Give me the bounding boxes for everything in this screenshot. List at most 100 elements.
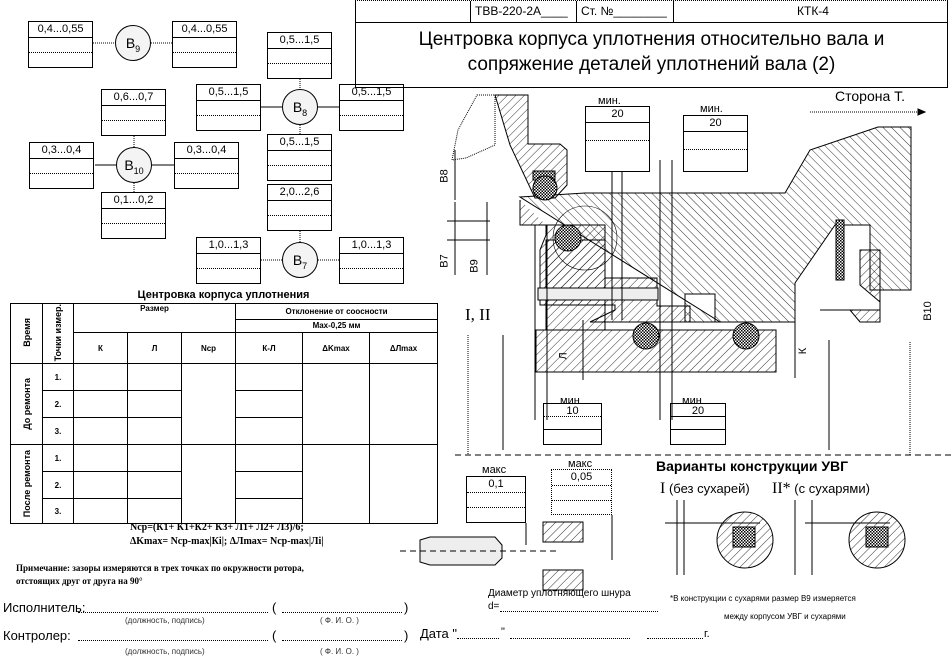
title-line-2: сопряжение деталей уплотнений вала (2) <box>467 54 836 75</box>
date-year-field[interactable] <box>647 638 703 639</box>
date-day-field[interactable] <box>457 638 499 639</box>
min-label: мин. <box>700 103 723 115</box>
station-cell: Ст. №________ <box>576 1 673 22</box>
gap-min20-c[interactable]: 20 <box>670 403 726 445</box>
gauge-b8-bottom[interactable]: 0,5...1,5 <box>267 134 332 181</box>
variant-1-num: I <box>660 480 666 497</box>
cell[interactable] <box>127 498 182 525</box>
note-line-2: отстоящих друг от друга на 90° <box>16 576 143 586</box>
date-month-field[interactable] <box>510 638 630 639</box>
gap-min10[interactable]: 10 <box>543 403 602 445</box>
code-cell: КТК-4 <box>673 1 948 22</box>
executor-name-field[interactable] <box>282 612 402 613</box>
paren: ) <box>404 600 409 615</box>
tolerance: 10 <box>544 404 601 417</box>
tolerance: 20 <box>684 116 747 132</box>
gauge-b10-left[interactable]: 0,3...0,4 <box>29 142 94 189</box>
gauge-b9-left[interactable]: 0,4...0,55 <box>28 21 93 68</box>
controller-name-field[interactable] <box>282 640 402 641</box>
tolerance: 0,5...1,5 <box>268 33 331 49</box>
variant-1: I (без сухарей) <box>660 480 750 498</box>
tolerance: 0,4...0,55 <box>173 22 236 38</box>
model-cell: ТВВ-220-2А____ <box>470 1 576 22</box>
paren: ) <box>404 628 409 643</box>
tolerance: 1,0...1,3 <box>197 238 260 254</box>
executor-label: Исполнитель: <box>3 600 86 615</box>
executor-position-field[interactable] <box>78 612 268 613</box>
diameter-field[interactable] <box>500 611 658 612</box>
cell[interactable] <box>235 498 303 525</box>
b10-dim: В10 <box>921 301 934 321</box>
cell[interactable] <box>369 363 438 446</box>
variant-2-num: II* <box>772 480 791 497</box>
k-dim: К <box>797 347 810 355</box>
hint-fio: ( Ф. И. О. ) <box>320 647 359 656</box>
hint-position: (должность, подпись) <box>125 616 205 625</box>
controller-position-field[interactable] <box>78 640 268 641</box>
tolerance: 0,6...0,7 <box>102 90 165 106</box>
variants-title: Варианты конструкции УВГ <box>656 458 849 474</box>
max-label: макс <box>482 464 507 476</box>
cell[interactable] <box>235 471 303 500</box>
tolerance: 2,0...2,6 <box>268 185 331 201</box>
note-line-1: Примечание: зазоры измеряются в трех точ… <box>16 563 304 573</box>
tolerance: 0,5...1,5 <box>197 85 260 101</box>
col-k: К <box>73 332 128 365</box>
tolerance: 0,3...0,4 <box>175 143 238 159</box>
tolerance: 20 <box>671 404 725 417</box>
gauge-b8-marker: В8 <box>282 89 318 125</box>
gauge-b10-bottom[interactable]: 0,1...0,2 <box>101 192 166 239</box>
centering-table: Время Точки измер. Размер Отклонение от … <box>10 302 438 525</box>
title-line-1: Центровка корпуса уплотнения относительн… <box>418 29 885 50</box>
min-label: мин. <box>598 95 621 107</box>
point: 3. <box>42 417 74 446</box>
b8-dim: В8 <box>438 169 451 183</box>
cell[interactable] <box>73 417 128 446</box>
gauge-b8-left[interactable]: 0,5...1,5 <box>196 84 261 131</box>
side-label: Сторона Т. <box>835 88 906 104</box>
variant-1-label: (без сухарей) <box>668 481 750 496</box>
group-size: Размер <box>73 302 236 334</box>
b7-dim: В7 <box>438 254 451 268</box>
cell[interactable] <box>73 498 128 525</box>
gauge-b7-top[interactable]: 2,0...2,6 <box>267 184 332 231</box>
formula-navg: Nср=(К1+ К1+К2+ К3+ Л1+ Л2+ Л3)/6; <box>130 522 304 533</box>
gauge-b10-right[interactable]: 0,3...0,4 <box>174 142 239 189</box>
col-dl: ΔЛmax <box>369 332 438 365</box>
footnote-1: *В конструкции с сухарями размер В9 изме… <box>670 594 856 603</box>
detail-ref: I, II <box>465 305 491 324</box>
cell[interactable] <box>181 444 236 525</box>
cell[interactable] <box>127 417 182 446</box>
tolerance: 0,5...1,5 <box>340 85 403 101</box>
min-label: мин <box>560 395 580 407</box>
gauge-b10-top[interactable]: 0,6...0,7 <box>101 89 166 136</box>
tolerance: 0,3...0,4 <box>30 143 93 159</box>
gauge-connectors <box>93 42 339 261</box>
diameter-d: d= <box>488 601 500 612</box>
tolerance: 0,1...0,2 <box>102 193 165 209</box>
gauge-b7-left[interactable]: 1,0...1,3 <box>196 237 261 284</box>
gauge-b7-right[interactable]: 1,0...1,3 <box>339 237 404 284</box>
gauge-b8-top[interactable]: 0,5...1,5 <box>267 32 332 79</box>
col-dk: ΔKmax <box>302 332 370 365</box>
gauge-b8-right[interactable]: 0,5...1,5 <box>339 84 404 131</box>
gap-max005[interactable]: 0,05 <box>551 469 612 515</box>
paren: ( <box>272 628 277 643</box>
formula-deviation: ΔKmax= Nср-max|Кi|; ΔЛmax= Nср-max|Лi| <box>130 536 324 547</box>
variant-2-label: (с сухарями) <box>794 481 870 496</box>
controller-label: Контролер: <box>3 628 71 643</box>
gap-min20-a[interactable]: 20 <box>585 106 650 172</box>
tolerance: 0,05 <box>552 470 611 486</box>
date-quote: " <box>501 626 505 638</box>
cell[interactable] <box>369 444 438 525</box>
point: 1. <box>42 444 74 473</box>
gap-min20-b[interactable]: 20 <box>683 115 748 172</box>
group-deviation: Отклонение от соосности <box>235 303 438 320</box>
gauge-b9-right[interactable]: 0,4...0,55 <box>172 21 237 68</box>
gap-max01[interactable]: 0,1 <box>466 476 526 523</box>
tolerance: 1,0...1,3 <box>340 238 403 254</box>
document-title: Центровка корпуса уплотнения относительн… <box>356 27 947 77</box>
tolerance: 0,5...1,5 <box>268 135 331 151</box>
col-navg: Nср <box>181 332 236 365</box>
